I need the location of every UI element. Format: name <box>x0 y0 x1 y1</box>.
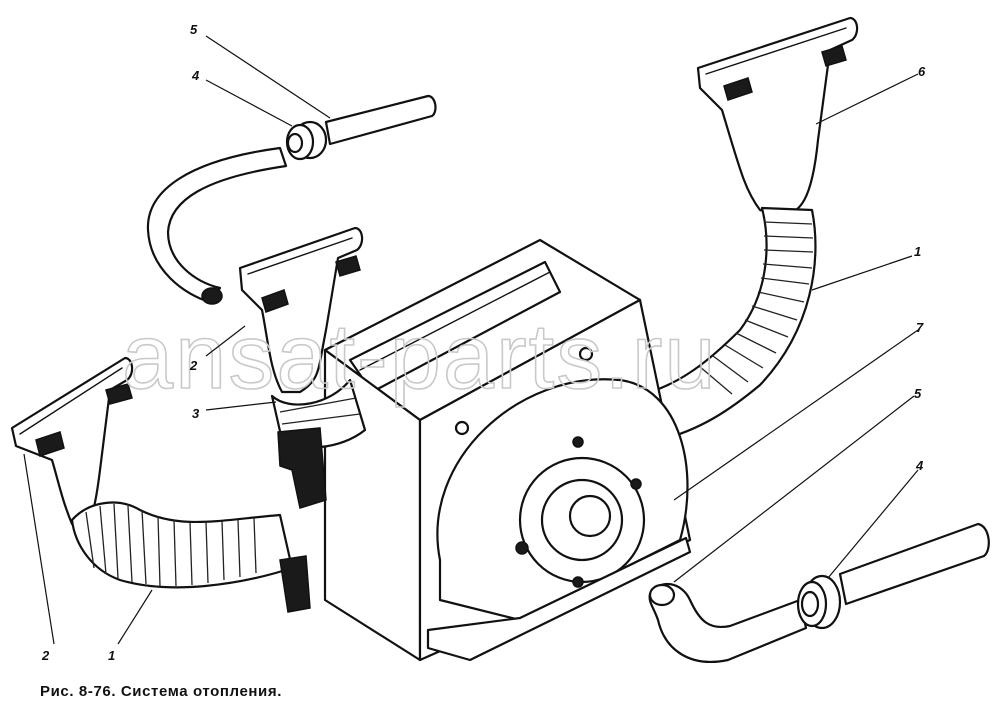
housing-bolt-a <box>454 420 470 436</box>
watermark: ansat-parts.ru <box>122 306 718 408</box>
middle-nozzle-assembly <box>238 226 367 509</box>
callout-5-top: 5 <box>190 22 198 37</box>
figure-caption: Рис. 8-76. Система отопления. <box>40 683 282 700</box>
straight-hose-top <box>324 94 437 146</box>
nozzle-middle <box>238 226 364 394</box>
curved-hose-top <box>146 146 288 304</box>
callout-2-left: 2 <box>41 648 50 663</box>
straight-hose-bottom <box>838 522 990 606</box>
hose-end-bottom <box>648 583 676 607</box>
housing-base-tray <box>426 536 692 662</box>
corrugated-hose-left <box>70 501 294 589</box>
hose-end-cap-top <box>201 287 223 305</box>
nozzle-clip-left-a <box>35 431 65 457</box>
callout-5-right: 5 <box>914 386 922 401</box>
callout-1-left: 1 <box>108 648 115 663</box>
callout-2-mid: 2 <box>189 358 198 373</box>
bottom-hose-assembly <box>648 522 990 663</box>
nozzle-right <box>696 16 859 217</box>
callout-1-right: 1 <box>914 244 921 259</box>
nozzle-clip-middle-a <box>261 289 289 313</box>
fan-volute <box>436 378 689 622</box>
housing-bolt-b <box>578 346 594 362</box>
hose-clamp-left <box>279 555 311 613</box>
callout-4-right: 4 <box>915 458 924 473</box>
callout-4-top: 4 <box>191 68 200 83</box>
callout-3: 3 <box>192 406 200 421</box>
bent-hose-bottom <box>648 583 808 663</box>
callout-6: 6 <box>918 64 926 79</box>
rubber-grommet-top <box>285 120 328 161</box>
nozzle-clip-middle-b <box>335 255 361 277</box>
bracket-clip-middle <box>277 427 327 509</box>
top-hose-assembly <box>146 94 437 305</box>
rubber-grommet-bottom <box>796 574 842 630</box>
right-duct-assembly <box>638 16 859 442</box>
left-duct-assembly <box>10 356 311 613</box>
nozzle-clip-right-b <box>821 45 847 67</box>
callout-7: 7 <box>916 320 924 335</box>
nozzle-clip-left-b <box>105 383 133 405</box>
leader-lines <box>23 35 919 645</box>
nozzle-clip-right-a <box>723 77 753 101</box>
heater-housing <box>323 238 692 662</box>
